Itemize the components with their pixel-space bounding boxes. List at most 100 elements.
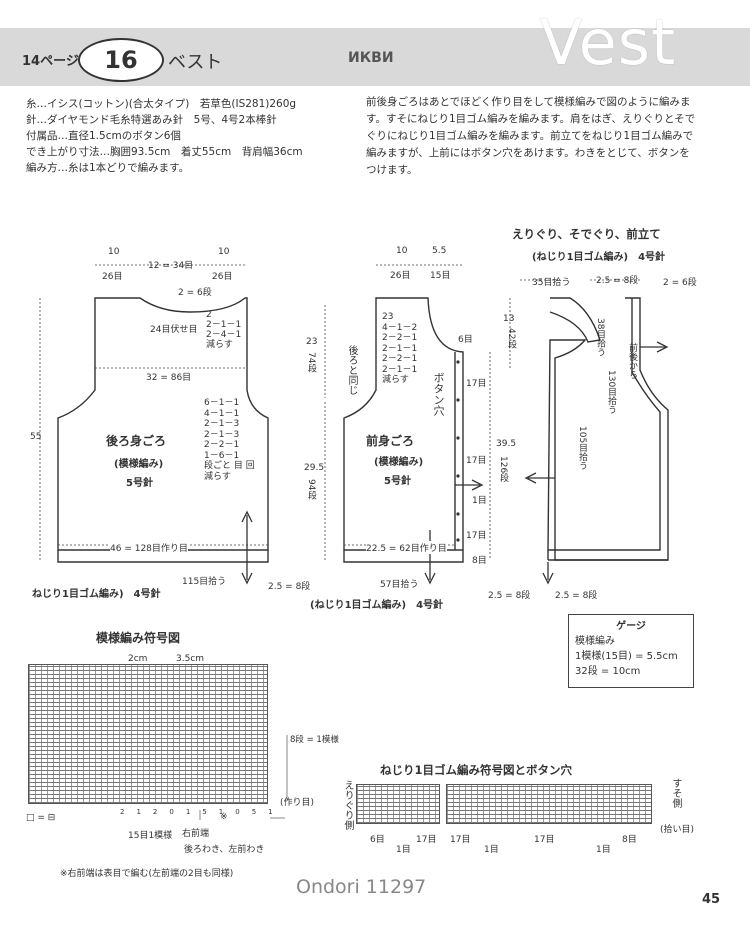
page-reference: 14ページ (22, 54, 79, 69)
gauge-line2: 32段 = 10cm (575, 666, 641, 677)
chart2-label-8: 8目 (622, 835, 637, 845)
band-subtitle: (ねじり1目ゴム編み) 4号針 (532, 252, 666, 263)
back-hem: 46 = 128目作り目 (110, 541, 188, 554)
chart1-repeat-rows: 8段 = 1模様 (290, 735, 339, 745)
front-rib: (ねじり1目ゴム編み) 4号針 (310, 600, 444, 611)
front-gap-3: 1目 (472, 496, 487, 506)
rib-chart-right (446, 784, 652, 824)
band-pick105: 105目拾う (577, 426, 587, 471)
chart2-left-label: えりぐり側 (342, 780, 353, 830)
back-pickup: 115目拾う (182, 577, 227, 587)
pattern-chart (28, 664, 268, 804)
chart2-label-1: 6目 (370, 835, 385, 845)
band-h13: 13 (503, 314, 515, 324)
front-same-as-back: 後ろと同じ (346, 345, 357, 395)
back-top-right: 10 (218, 247, 230, 257)
band-pick35: 35目拾う (532, 278, 571, 288)
chart2-label-2: 1目 (396, 845, 411, 855)
chart1-star: ※ (220, 812, 228, 822)
band-rows2: 2 = 6段 (663, 278, 697, 288)
materials-yarn: 糸…イシス(コットン)(合太タイプ) 若草色(IS281)260g (26, 98, 297, 110)
back-title: 後ろ身ごろ (106, 434, 167, 448)
chart2-label-3: 17目 (416, 835, 437, 845)
front-needle: 5号針 (384, 476, 411, 487)
page-number: 45 (702, 892, 721, 907)
watermark: Ondori 11297 (296, 876, 427, 898)
front-hem: 22.5 = 62目作り目 (366, 541, 447, 554)
band-pick38: 38目拾う (595, 318, 605, 357)
chart2-label-4: 17目 (450, 835, 471, 845)
back-neck-bind: 24目伏せ目 (150, 325, 198, 335)
materials-block: 糸…イシス(コットン)(合太タイプ) 若草色(IS281)260g 針…ダイヤモ… (26, 96, 303, 176)
front-total-rows: 126段 (498, 456, 508, 483)
front-neck-w: 5.5 (432, 246, 447, 256)
vest-title: Vest (540, 6, 677, 79)
chart1-right-edge: 右前端 (182, 829, 210, 839)
front-total-h: 39.5 (496, 439, 517, 449)
band-w: 2.5 = 8段 (596, 276, 639, 286)
back-rib-height: 2.5 = 8段 (268, 582, 311, 592)
gauge-box: ゲージ 模様編み 1模様(15目) = 5.5cm 32段 = 10cm (568, 614, 694, 688)
pattern-name: ベスト (168, 52, 223, 73)
chart1-w2: 3.5cm (176, 654, 205, 664)
front-shoulder-sts: 26目 (390, 271, 411, 281)
chart1-title: 模様編み符号図 (96, 631, 181, 645)
instructions-text: 前後身ごろはあとでほどく作り目をして模様編みで図のように編みます。すそにねじり1… (366, 96, 696, 176)
chart2-right-label: すそ側 (670, 778, 681, 808)
front-buttonhole: ボタン穴 (432, 372, 445, 416)
band-rows42: 42段 (506, 328, 516, 349)
back-needle: 5号針 (126, 478, 153, 489)
front-title: 前身ごろ (366, 434, 415, 448)
chart1-note-dir: 後ろわき、左前わき (184, 845, 265, 855)
chart2-label-7: 1目 (596, 845, 611, 855)
back-stitch: (模様編み) (114, 459, 164, 470)
chart2-label-6: 17目 (534, 835, 555, 845)
back-top-right-sts: 26目 (212, 272, 233, 282)
materials-notions: 付属品…直径1.5cmのボタン6個 (26, 130, 181, 142)
front-gap-4: 17目 (466, 531, 487, 541)
band-title: えりぐり、そでぐり、前立て (512, 227, 661, 241)
front-shoulder: 10 (396, 246, 408, 256)
cyrillic-label: ИКВИ (348, 50, 394, 66)
chart2-label-5: 1目 (484, 845, 499, 855)
back-rib: ねじり1目ゴム編み) 4号針 (32, 589, 161, 600)
front-gap-1: 17目 (466, 379, 487, 389)
front-neck-sts: 15目 (430, 271, 451, 281)
chart1-ticks: 2120151051 (120, 808, 285, 816)
back-top-mid: 12 = 34目 (148, 261, 194, 271)
front-body-h: 29.5 (304, 463, 325, 473)
front-gap-5: 8目 (472, 556, 487, 566)
front-armhole-rows: 74段 (306, 352, 316, 373)
gauge-title: ゲージ (616, 621, 646, 632)
pattern-number: 16 (78, 38, 164, 82)
back-neck-rows: 2 = 6段 (178, 288, 212, 298)
chart2-title: ねじり1目ゴム編み符号図とボタン穴 (380, 763, 572, 777)
gauge-stitch: 模様編み (575, 636, 615, 647)
chart1-note: ※右前端は表目で編む(左前端の2目も同様) (60, 869, 234, 879)
back-height: 55 (30, 432, 42, 442)
chart1-legend: □ = ⊟ (26, 813, 56, 823)
back-top-left: 10 (108, 247, 120, 257)
chart2-right-sub: (拾い目) (660, 825, 695, 835)
chart1-edge: (作り目) (280, 798, 315, 808)
front-body-rows: 94段 (306, 479, 316, 500)
back-top-left-sts: 26目 (102, 272, 123, 282)
chart1-one-repeat: 15目1模様 (128, 831, 173, 841)
front-stitch: (模様編み) (374, 457, 424, 468)
band-front-from: 前後から (627, 343, 637, 379)
front-band-rows: 6目 (458, 335, 473, 345)
materials-method: 編み方…糸は1本どりで編みます。 (26, 162, 190, 174)
front-pickup: 57目拾う (380, 580, 419, 590)
rib-chart-left (356, 784, 440, 824)
front-armhole-h: 23 (306, 337, 318, 347)
band-bottom: 2.5 = 8段 (555, 591, 598, 601)
chart1-w1: 2cm (128, 654, 148, 664)
back-chest: 32 = 86目 (146, 373, 192, 383)
front-gap-2: 17目 (466, 456, 487, 466)
materials-size: でき上がり寸法…胸囲93.5cm 着丈55cm 背肩幅36cm (26, 146, 303, 158)
band-pick130: 130目拾う (606, 370, 616, 415)
